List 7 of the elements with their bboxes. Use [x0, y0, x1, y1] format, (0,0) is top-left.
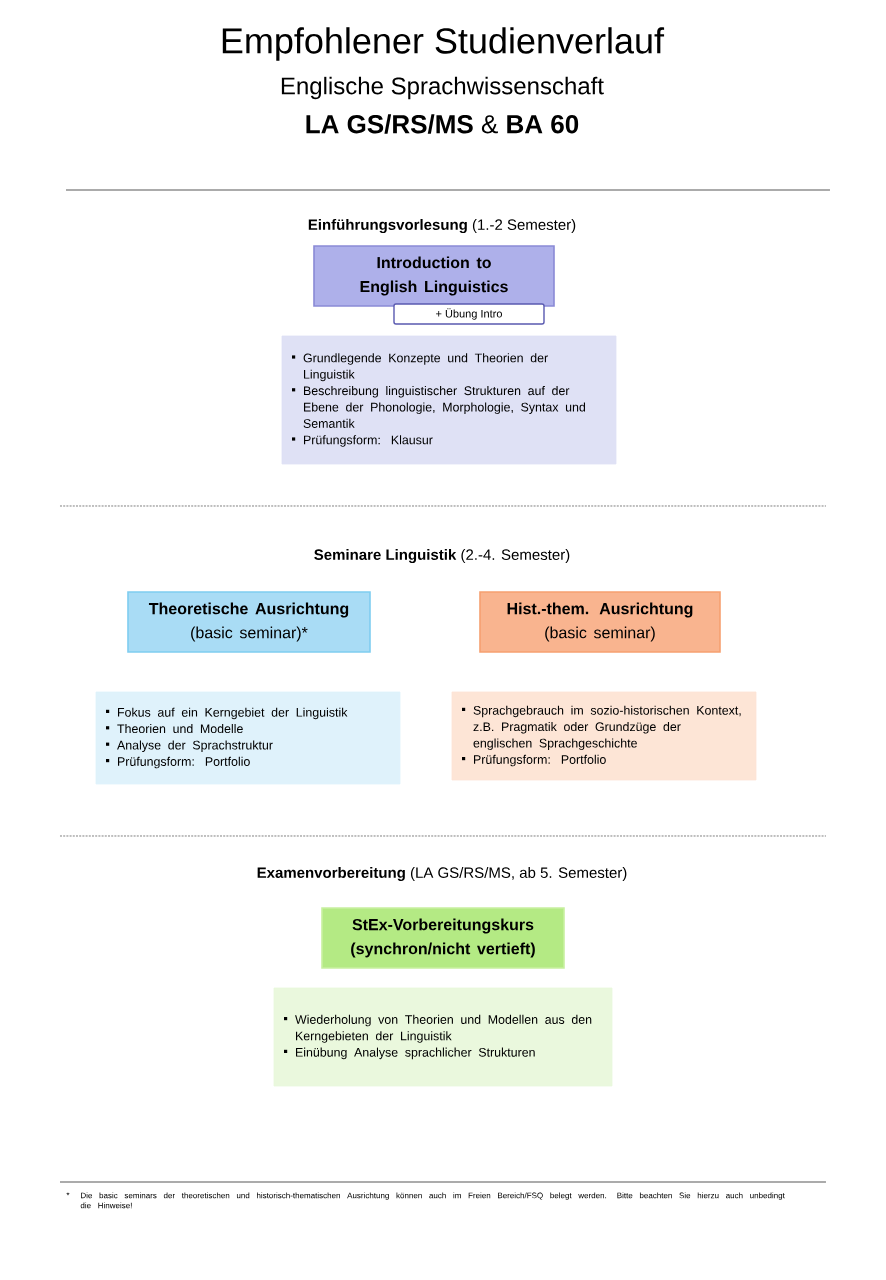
course-box: Hist.-them. Ausrichtung (basic seminar) — [479, 591, 721, 653]
course-box: Introduction to English Linguistics — [313, 245, 555, 307]
title: Empfohlener Studienverlauf — [222, 27, 665, 61]
degree-line: LA GS/RS/MS & BA 60 — [306, 114, 579, 134]
course-box: Theoretische Ausrichtung (basic seminar)* — [127, 591, 371, 653]
subtitle: Englische Sprachwissenschaft — [281, 76, 604, 100]
course-box: StEx-Vorbereitungskurs (synchron/nicht vertieft) — [321, 907, 565, 969]
